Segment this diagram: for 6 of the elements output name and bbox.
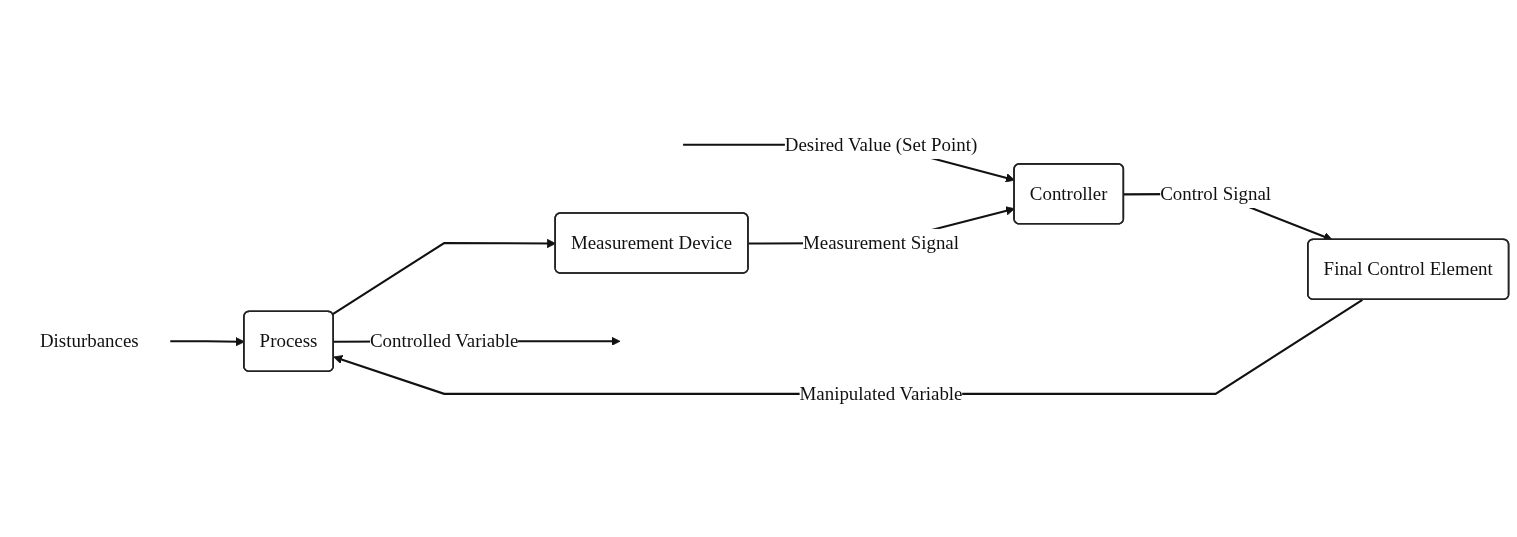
- edge-label: Control Signal: [1160, 182, 1272, 204]
- node-text: Disturbances: [39, 330, 139, 352]
- edge-label: Measurement Signal: [802, 231, 960, 253]
- edge-label: Desired Value (Set Point): [784, 133, 978, 155]
- edge-label: Controlled Variable: [369, 330, 519, 352]
- edge-label: Manipulated Variable: [799, 382, 963, 404]
